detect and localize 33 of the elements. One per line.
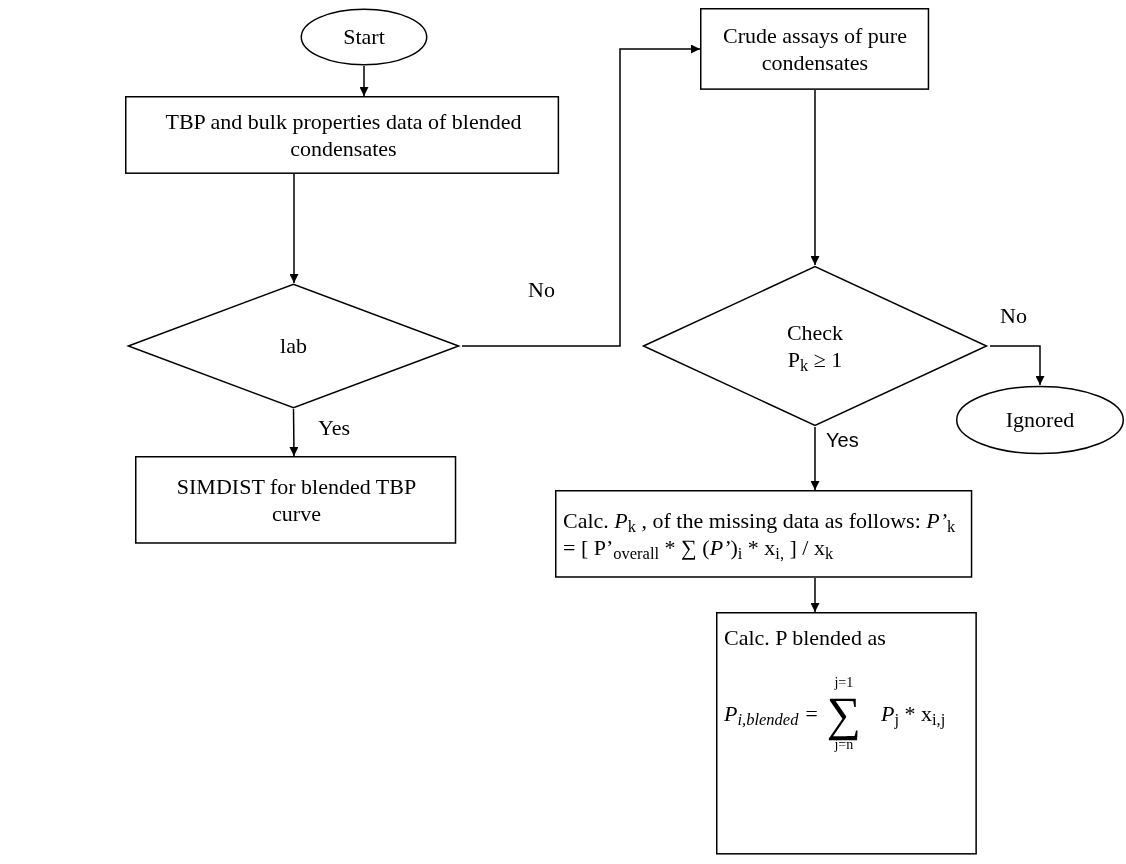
box-text: Start [343,23,385,51]
box-text: Calc. P blended as [724,624,887,652]
box-text: Check P$_{k}$ ≥ 1 [785,318,845,374]
decision-diamond [640,265,990,427]
formula-text: P$_{j}$ * x$_{i,j}$ [881,699,946,728]
arrow [289,408,299,457]
terminal-ellipse [955,385,1125,455]
edge-label: Yes [826,428,859,453]
edge-label: No [1000,302,1027,330]
decision-diamond [125,283,462,409]
sum-limit: j=1 [834,675,854,690]
box-text: TBP and bulk properties data of blended condensates [164,107,523,163]
process-box [716,612,978,858]
edge-label: No [528,276,555,304]
arrow [989,345,1045,386]
edge-label: Yes [318,414,350,442]
box-text: Ignored [1005,406,1075,434]
terminal-ellipse [300,8,428,66]
arrow [461,44,701,347]
box-text: Crude assays of pure condensates [722,21,908,77]
arrow [359,65,369,97]
process-box [700,8,930,90]
arrow [289,173,299,284]
arrow [810,577,820,613]
box-text: lab [280,332,307,360]
formula-text: P$_{i,blended}$ = [724,699,819,728]
process-box [135,456,458,544]
process-box [555,490,975,578]
box-text: Calc. P$_{k}$ , of the missing data as follows: P’$_{k}$ = [ P’$_{overall}$ * ∑ (P’)$_{i}$ * x$_{i,}$ ] / x$_{k}$ [563,506,957,562]
process-box [125,96,562,174]
arrow [810,426,820,491]
arrow [810,89,820,266]
box-text: SIMDIST for blended TBP curve [175,472,418,528]
